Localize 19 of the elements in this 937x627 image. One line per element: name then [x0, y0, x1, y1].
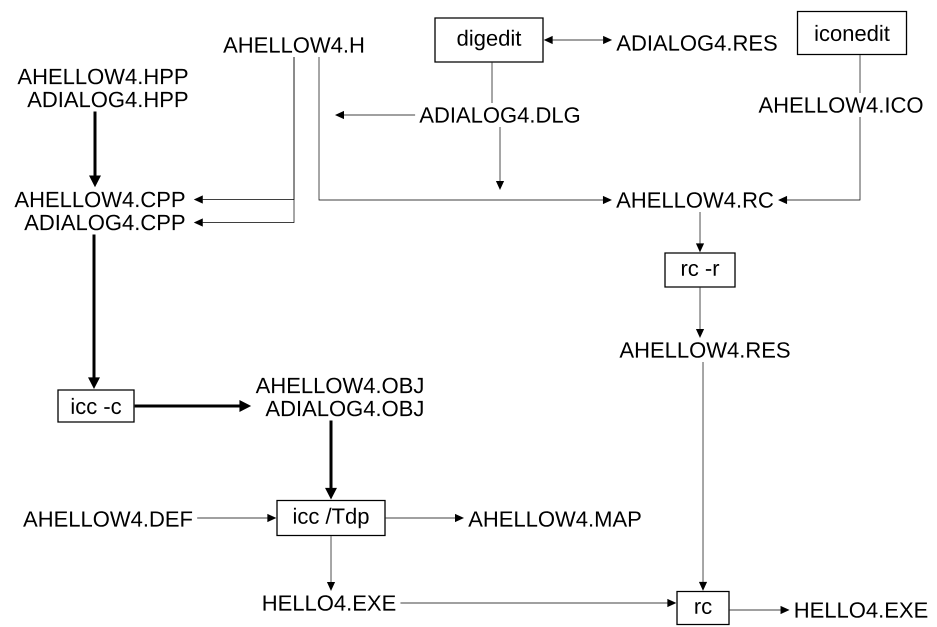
file-label: AHELLOW4.CPP ADIALOG4.CPP	[14, 192, 184, 230]
process-box: rc -r	[664, 252, 736, 288]
file-label: AHELLOW4.MAP	[468, 511, 641, 527]
file-label: AHELLOW4.DEF	[23, 511, 192, 527]
process-box: digedit	[434, 17, 544, 63]
process-box: icc /Tdp	[276, 500, 386, 536]
file-label: ADIALOG4.DLG	[419, 107, 580, 123]
file-label: AHELLOW4.RC	[616, 192, 774, 208]
file-label: AHELLOW4.RES	[619, 342, 790, 358]
file-label: AHELLOW4.ICO	[758, 97, 922, 113]
file-label: ADIALOG4.RES	[616, 35, 777, 51]
file-label: AHELLOW4.H	[223, 37, 364, 53]
process-box: icc -c	[57, 389, 135, 423]
process-box: rc	[676, 590, 730, 626]
file-label: HELLO4.EXE	[796, 602, 928, 618]
process-box: iconedit	[796, 10, 908, 56]
file-label: AHELLOW4.OBJ ADIALOG4.OBJ	[256, 378, 423, 416]
file-label: HELLO4.EXE	[264, 595, 396, 611]
file-label: AHELLOW4.HPP ADIALOG4.HPP	[17, 68, 188, 108]
